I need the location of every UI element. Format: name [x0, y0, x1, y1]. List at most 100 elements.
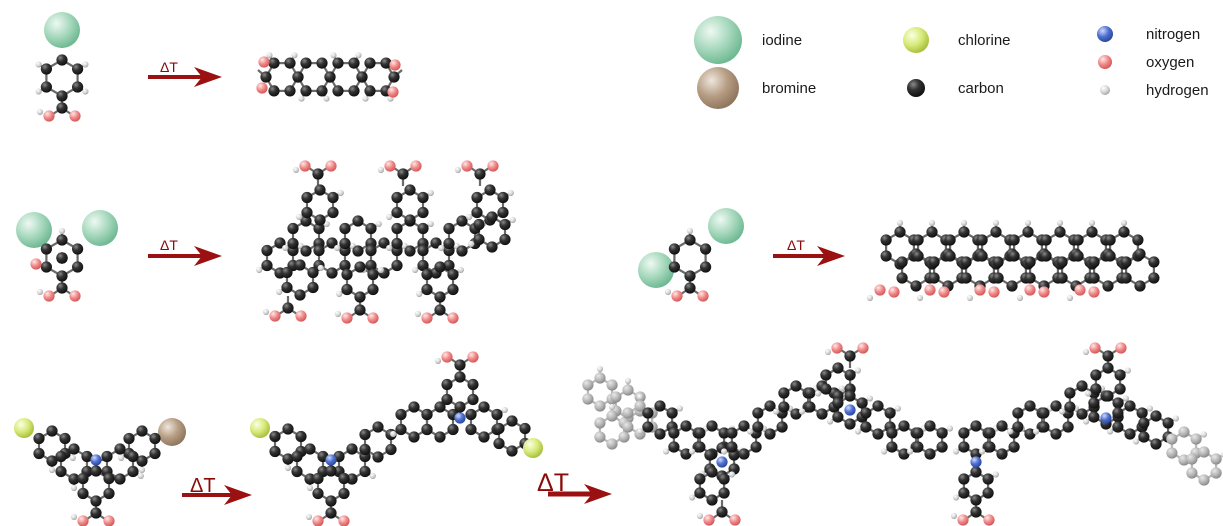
fade-atom [606, 379, 618, 391]
carbon-atom [282, 302, 294, 314]
oxygen-atom [671, 290, 683, 302]
carbon-atom [704, 449, 716, 461]
legend: iodine bromine chlorine carbon nitrogen … [694, 16, 1209, 109]
carbon-atom [1054, 226, 1066, 238]
oxygen-atom [1088, 286, 1100, 298]
hydrogen-atom [362, 95, 369, 102]
oxygen-atom [77, 515, 89, 526]
carbon-atom [860, 407, 872, 419]
carbon-atom [1114, 369, 1126, 381]
carbon-atom [324, 71, 336, 83]
carbon-atom [372, 451, 384, 463]
oxygen-atom [421, 312, 433, 324]
carbon-atom [778, 401, 790, 413]
oxygen-atom [1074, 284, 1086, 296]
carbon-atom [1120, 256, 1132, 268]
carbon-atom [367, 268, 379, 281]
hydrogen-atom [36, 108, 44, 116]
hydrogen-atom [855, 428, 862, 435]
hydrogen-atom [966, 294, 974, 302]
carbon-atom [332, 85, 344, 97]
carbon-atom [341, 268, 353, 281]
carbon-atom [467, 378, 479, 391]
carbon-atom [880, 234, 892, 246]
carbon-atom [832, 397, 844, 409]
carbon-atom [378, 237, 390, 249]
oxygen-atom [103, 515, 115, 526]
carbon-atom [443, 237, 455, 250]
carbon-atom [72, 63, 84, 75]
carbon-atom [654, 400, 666, 412]
carbon-atom [752, 421, 764, 433]
carbon-atom [668, 427, 680, 439]
carbon-atom [1008, 250, 1020, 262]
hydrogen-atom [747, 428, 754, 435]
carbon-atom [1132, 234, 1144, 246]
hydrogen-atom [1133, 438, 1140, 445]
carbon-atom [1118, 226, 1130, 238]
carbon-atom [912, 427, 924, 439]
carbon-atom [434, 431, 446, 443]
carbon-atom [752, 407, 764, 419]
carbon-atom [694, 473, 706, 485]
carbon-atom [77, 472, 89, 485]
carbon-atom [750, 441, 762, 453]
carbon-atom [1072, 250, 1084, 262]
heat-arrow [773, 246, 845, 266]
carbon-atom [447, 283, 459, 296]
carbon-atom [996, 448, 1008, 460]
carbon-atom [486, 211, 498, 223]
carbon-atom [287, 237, 299, 250]
hydrogen-atom [1124, 367, 1131, 374]
hydrogen-atom [1172, 415, 1179, 422]
carbon-atom [694, 427, 706, 439]
carbon-atom [484, 184, 496, 196]
carbon-atom [898, 448, 910, 460]
hydrogen-atom [1033, 428, 1040, 435]
carbon-atom [1138, 431, 1150, 443]
hydrogen-atom [138, 466, 146, 474]
carbon-atom [441, 378, 453, 391]
oxygen-atom [703, 514, 715, 526]
fade-atom [1166, 447, 1178, 459]
oxygen-atom [389, 59, 401, 71]
carbon-atom [46, 455, 58, 467]
carbon-atom [434, 401, 446, 413]
legend-iodine-label: iodine [762, 32, 802, 49]
legend-iodine-swatch [694, 16, 742, 64]
carbon-atom [778, 387, 790, 399]
iodine-atom [44, 12, 80, 48]
hydrogen-atom [866, 294, 874, 302]
carbon-atom [1134, 248, 1146, 260]
carbon-atom [312, 472, 324, 485]
hydrogen-atom [960, 219, 968, 227]
carbon-atom [926, 226, 938, 238]
carbon-atom [976, 250, 988, 262]
carbon-atom [1088, 272, 1100, 284]
carbon-atom [456, 245, 468, 257]
hydrogen-atom [337, 189, 344, 197]
carbon-atom [684, 270, 696, 282]
nitrogen-atom [1100, 412, 1112, 424]
hydrogen-atom [414, 310, 422, 318]
hydrogen-atom [946, 425, 954, 432]
carbon-atom [499, 233, 511, 246]
carbon-atom [970, 466, 982, 478]
carbon-atom [804, 401, 816, 413]
carbon-atom [944, 234, 956, 246]
hydrogen-atom [369, 472, 376, 480]
carbon-atom [718, 487, 730, 499]
oxygen-atom [988, 286, 1000, 298]
hydrogen-atom [689, 448, 696, 455]
hydrogen-atom [894, 405, 902, 412]
hydrogen-atom [637, 428, 644, 435]
carbon-atom [56, 90, 68, 102]
carbon-atom [896, 272, 908, 284]
fade-atom [594, 431, 606, 443]
chlorine-atom [250, 418, 270, 438]
hydrogen-atom [773, 408, 780, 415]
oxygen-atom [1089, 342, 1101, 354]
hydrogen-atom [676, 405, 684, 412]
fade-atom [606, 438, 618, 450]
